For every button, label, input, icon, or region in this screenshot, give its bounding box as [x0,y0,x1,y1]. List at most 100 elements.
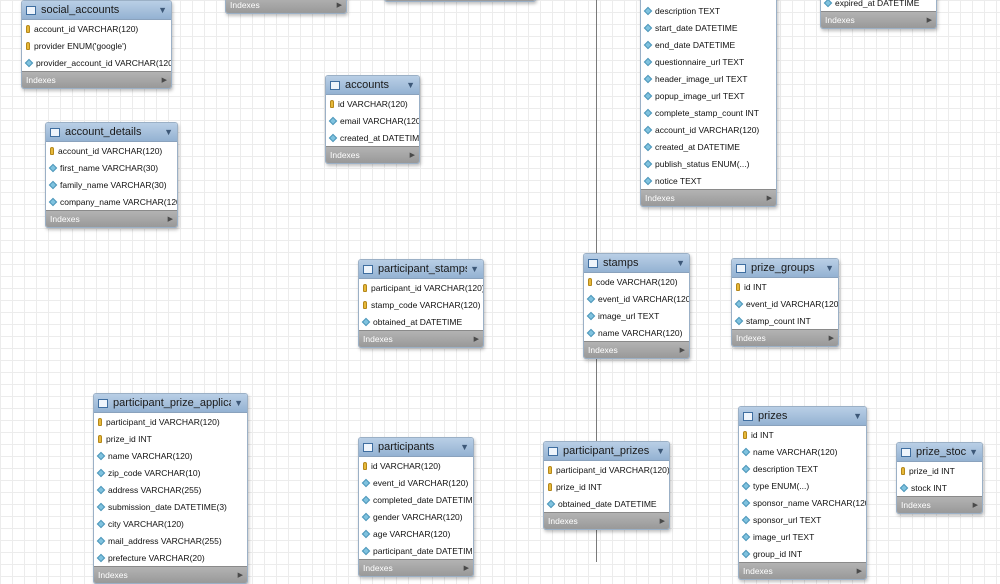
table-social-accounts[interactable]: social_accounts▼account_id VARCHAR(120)p… [21,0,172,89]
column[interactable]: family_name VARCHAR(30) [46,176,177,193]
column[interactable]: sponsor_url TEXT [739,511,866,528]
indexes-footer[interactable]: Indexes▶ [359,330,483,347]
primary-key-column[interactable]: stamp_code VARCHAR(120) [359,296,483,313]
expand-indexes-icon[interactable]: ▶ [972,502,978,509]
indexes-footer[interactable]: Indexes▶ [739,562,866,579]
column[interactable]: company_name VARCHAR(120) [46,193,177,210]
column[interactable]: expired_at DATETIME [821,0,936,11]
table-stamps[interactable]: stamps▼code VARCHAR(120)event_id VARCHAR… [583,253,690,359]
primary-key-column[interactable]: prize_id INT [544,478,669,495]
table-partial-4[interactable]: event_id VARCHAR(120)expired_at DATETIME… [820,0,937,29]
table-participants[interactable]: participants▼id VARCHAR(120)event_id VAR… [358,437,474,577]
column[interactable]: first_name VARCHAR(30) [46,159,177,176]
column[interactable]: provider_account_id VARCHAR(120) [22,54,171,71]
expand-indexes-icon[interactable]: ▶ [856,568,862,575]
column[interactable]: obtained_date DATETIME [544,495,669,512]
indexes-footer[interactable]: Indexes▶ [732,329,838,346]
table-header[interactable]: stamps▼ [584,254,689,273]
column[interactable]: participant_date DATETIME [359,542,473,559]
collapse-toggle-icon[interactable]: ▼ [853,411,862,421]
collapse-toggle-icon[interactable]: ▼ [470,264,479,274]
column[interactable]: completed_date DATETIME [359,491,473,508]
primary-key-column[interactable]: prize_id INT [897,462,982,479]
column[interactable]: age VARCHAR(120) [359,525,473,542]
collapse-toggle-icon[interactable]: ▼ [164,127,173,137]
table-header[interactable]: participant_prize_applications▼ [94,394,247,413]
column[interactable]: header_image_url TEXT [641,70,776,87]
column[interactable]: image_url TEXT [584,307,689,324]
expand-indexes-icon[interactable]: ▶ [161,77,167,84]
collapse-toggle-icon[interactable]: ▼ [969,447,978,457]
indexes-footer[interactable]: Indexes▶ [94,566,247,583]
column[interactable]: name VARCHAR(120) [94,447,247,464]
expand-indexes-icon[interactable]: ▶ [766,195,772,202]
table-header[interactable]: account_details▼ [46,123,177,142]
expand-indexes-icon[interactable]: ▶ [336,2,342,9]
primary-key-column[interactable]: id VARCHAR(120) [326,95,419,112]
expand-indexes-icon[interactable]: ▶ [926,17,932,24]
indexes-footer[interactable]: Indexes▶ [821,11,936,28]
column[interactable]: stamp_count INT [732,312,838,329]
table-header[interactable]: participants▼ [359,438,473,457]
indexes-footer[interactable]: Indexes▶ [897,496,982,513]
column[interactable]: account_id VARCHAR(120) [641,121,776,138]
indexes-footer[interactable]: Indexes▶ [544,512,669,529]
table-header[interactable]: accounts▼ [326,76,419,95]
expand-indexes-icon[interactable]: ▶ [463,565,469,572]
table-partial-3[interactable]: name VARCHAR(120)description TEXTstart_d… [640,0,777,207]
column[interactable]: type ENUM(...) [739,477,866,494]
table-header[interactable]: social_accounts▼ [22,1,171,20]
expand-indexes-icon[interactable]: ▶ [409,152,415,159]
indexes-footer[interactable]: Indexes▶ [641,189,776,206]
table-partial-2[interactable]: Indexes▶ [384,0,536,2]
column[interactable]: created_at DATETIME [326,129,419,146]
column[interactable]: notice TEXT [641,172,776,189]
column[interactable]: stock INT [897,479,982,496]
indexes-footer[interactable]: Indexes▶ [46,210,177,227]
column[interactable]: name VARCHAR(120) [584,324,689,341]
collapse-toggle-icon[interactable]: ▼ [825,263,834,273]
column[interactable]: created_at DATETIME [641,138,776,155]
column[interactable]: publish_status ENUM(...) [641,155,776,172]
column[interactable]: email VARCHAR(120) [326,112,419,129]
column[interactable]: description TEXT [641,2,776,19]
primary-key-column[interactable]: id INT [732,278,838,295]
table-accounts[interactable]: accounts▼id VARCHAR(120)email VARCHAR(12… [325,75,420,164]
primary-key-column[interactable]: provider ENUM('google') [22,37,171,54]
column[interactable]: start_date DATETIME [641,19,776,36]
expand-indexes-icon[interactable]: ▶ [473,336,479,343]
table-header[interactable]: prizes▼ [739,407,866,426]
column[interactable]: prefecture VARCHAR(20) [94,549,247,566]
table-participant-stamps[interactable]: participant_stamps▼participant_id VARCHA… [358,259,484,348]
collapse-toggle-icon[interactable]: ▼ [460,442,469,452]
collapse-toggle-icon[interactable]: ▼ [158,5,167,15]
column[interactable]: group_id INT [739,545,866,562]
indexes-footer[interactable]: Indexes▶ [584,341,689,358]
column[interactable]: complete_stamp_count INT [641,104,776,121]
column[interactable]: obtained_at DATETIME [359,313,483,330]
column[interactable]: name VARCHAR(120) [739,443,866,460]
collapse-toggle-icon[interactable]: ▼ [406,80,415,90]
column[interactable]: event_id VARCHAR(120) [732,295,838,312]
collapse-toggle-icon[interactable]: ▼ [234,398,243,408]
expand-indexes-icon[interactable]: ▶ [167,216,173,223]
expand-indexes-icon[interactable]: ▶ [679,347,685,354]
column[interactable]: description TEXT [739,460,866,477]
column[interactable]: sponsor_name VARCHAR(120) [739,494,866,511]
primary-key-column[interactable]: participant_id VARCHAR(120) [544,461,669,478]
primary-key-column[interactable]: participant_id VARCHAR(120) [94,413,247,430]
table-header[interactable]: participant_stamps▼ [359,260,483,279]
primary-key-column[interactable]: id INT [739,426,866,443]
collapse-toggle-icon[interactable]: ▼ [656,446,665,456]
primary-key-column[interactable]: account_id VARCHAR(120) [46,142,177,159]
indexes-footer[interactable]: Indexes▶ [385,0,535,1]
column[interactable]: popup_image_url TEXT [641,87,776,104]
table-participant-prize-applications[interactable]: participant_prize_applications▼participa… [93,393,248,584]
table-header[interactable]: prize_stocks▼ [897,443,982,462]
table-header[interactable]: participant_prizes▼ [544,442,669,461]
collapse-toggle-icon[interactable]: ▼ [676,258,685,268]
primary-key-column[interactable]: id VARCHAR(120) [359,457,473,474]
